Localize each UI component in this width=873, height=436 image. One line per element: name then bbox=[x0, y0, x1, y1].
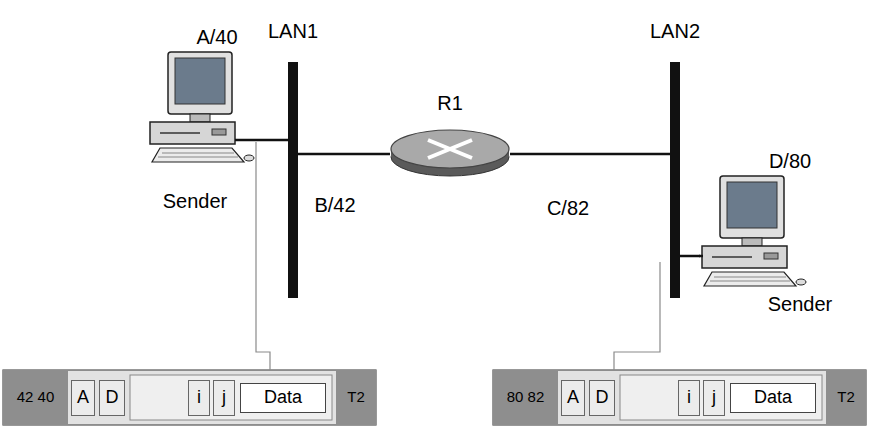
node-label: 42 40 bbox=[17, 389, 55, 406]
frame-field: D bbox=[589, 380, 615, 416]
node-label: Data bbox=[264, 388, 302, 408]
lan-bus: LAN1 bbox=[288, 62, 298, 298]
data-field: Data bbox=[240, 383, 326, 413]
node-label: j bbox=[712, 388, 716, 408]
node-label: T2 bbox=[347, 389, 365, 406]
frame-ground bbox=[3, 370, 376, 425]
frame-field: i bbox=[188, 380, 210, 416]
host-computer: D/80Sender bbox=[700, 150, 850, 315]
node-label: Sender bbox=[163, 190, 228, 212]
node-label: Sender bbox=[768, 293, 833, 315]
network-link bbox=[680, 255, 700, 258]
computer-icon bbox=[150, 52, 254, 162]
computer-icon bbox=[702, 176, 806, 286]
frame-field: i bbox=[678, 380, 700, 416]
node-label: T2 bbox=[837, 389, 855, 406]
host-computer: A/40Sender bbox=[140, 26, 250, 212]
frame-field: j bbox=[703, 380, 725, 416]
frame-field: j bbox=[213, 380, 235, 416]
frame-field: A bbox=[71, 380, 95, 416]
node-label: A/40 bbox=[196, 26, 237, 48]
frame-field: D bbox=[99, 380, 125, 416]
interface-label: B/42 bbox=[312, 194, 357, 216]
node-label: A bbox=[77, 388, 89, 408]
node-label: R1 bbox=[437, 92, 463, 114]
node-label: j bbox=[222, 388, 226, 408]
frame-header: T2 bbox=[826, 370, 866, 425]
node-label: Data bbox=[754, 388, 792, 408]
frame-header: 80 82 bbox=[493, 370, 558, 425]
node-label: D/80 bbox=[769, 150, 811, 172]
router: R1 bbox=[390, 128, 510, 178]
node-label: LAN1 bbox=[268, 20, 318, 42]
data-field: Data bbox=[730, 383, 816, 413]
leader-line bbox=[614, 262, 660, 370]
node-label: LAN2 bbox=[650, 20, 700, 42]
node-label: 80 82 bbox=[507, 389, 545, 406]
frame-ground bbox=[493, 370, 866, 425]
frame-header: 42 40 bbox=[3, 370, 68, 425]
node-label: A bbox=[567, 388, 579, 408]
frame-header: T2 bbox=[336, 370, 376, 425]
interface-label: C/82 bbox=[545, 197, 591, 219]
node-label: D bbox=[596, 388, 609, 408]
leader-line bbox=[256, 142, 270, 370]
node-label: D bbox=[106, 388, 119, 408]
lan-bus: LAN2 bbox=[670, 62, 680, 298]
frame-field: A bbox=[561, 380, 585, 416]
network-link bbox=[298, 153, 390, 156]
network-link bbox=[250, 139, 288, 142]
node-label: i bbox=[687, 388, 691, 408]
node-label: i bbox=[197, 388, 201, 408]
router-symbol bbox=[390, 128, 510, 178]
network-link bbox=[510, 153, 670, 156]
